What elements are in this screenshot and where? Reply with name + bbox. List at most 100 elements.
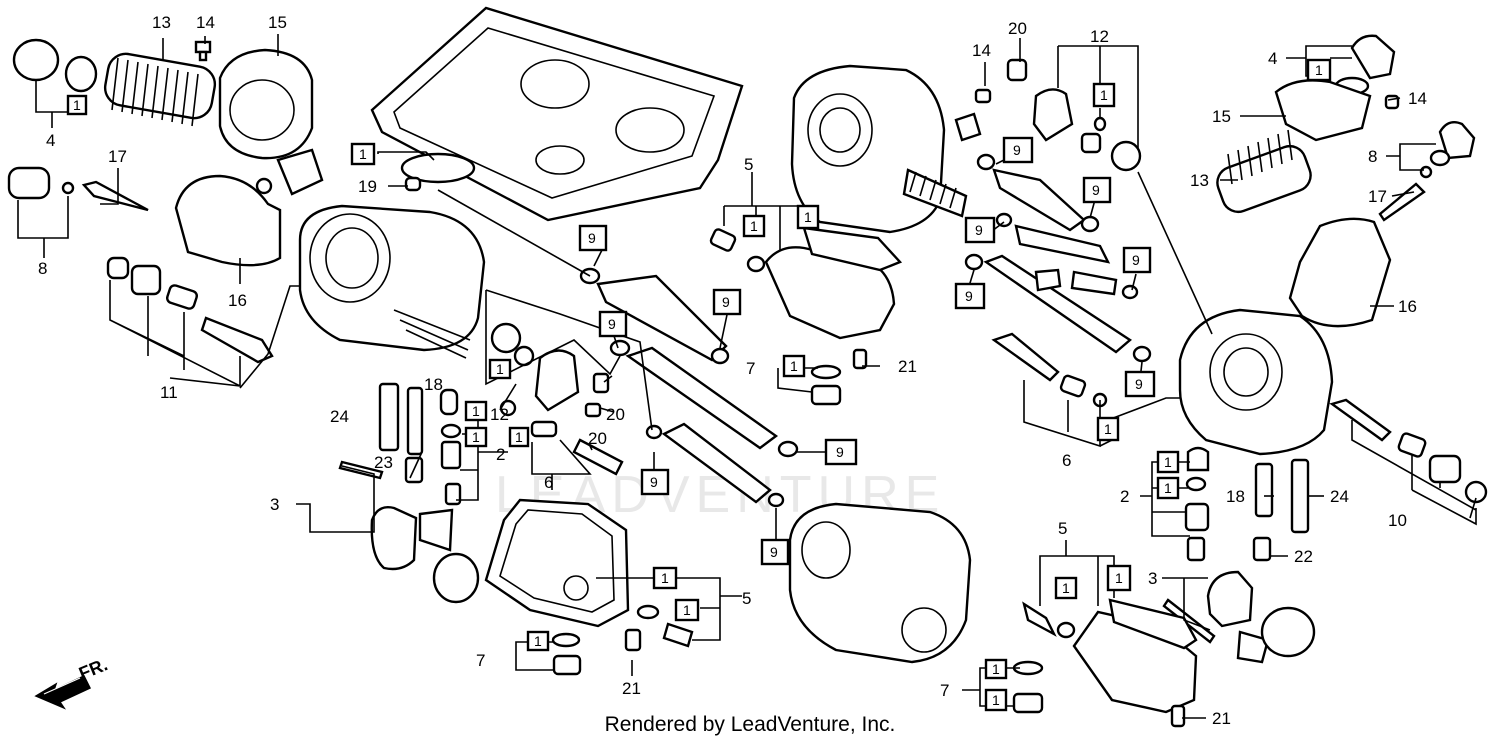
svg-text:9: 9 [1132, 252, 1140, 268]
boxed-label: 1 [782, 354, 806, 378]
svg-text:1: 1 [496, 361, 504, 377]
part-label: 17 [108, 147, 127, 166]
svg-text:1: 1 [790, 358, 798, 374]
part-label: 21 [1212, 709, 1231, 728]
part-label: 8 [38, 259, 47, 278]
part-label: 16 [228, 291, 247, 310]
boxed-label: 9 [578, 224, 608, 252]
svg-text:1: 1 [1164, 454, 1172, 470]
part-label: 3 [1148, 569, 1157, 588]
part-label: 18 [424, 375, 443, 394]
svg-text:1: 1 [992, 661, 1000, 677]
part-label: 14 [196, 13, 215, 32]
carburetor-body-center [788, 502, 972, 664]
svg-text:1: 1 [1100, 87, 1108, 103]
choke-cap-part-right [1260, 606, 1316, 658]
boxed-label: 1 [1156, 476, 1180, 500]
screw-part-left [194, 40, 212, 62]
boxed-label: 1 [66, 94, 88, 116]
svg-text:9: 9 [836, 444, 844, 460]
part-label: 24 [1330, 487, 1349, 506]
jet-part-24 [378, 382, 400, 452]
o-ring-part [64, 55, 98, 93]
boxed-label: 9 [712, 288, 742, 316]
part-label: 7 [940, 681, 949, 700]
part-label: 5 [742, 589, 751, 608]
boxed-label: 1 [1096, 416, 1120, 442]
part-label: 24 [330, 407, 349, 426]
part-label: 13 [152, 13, 171, 32]
svg-text:1: 1 [804, 209, 812, 225]
front-arrow-icon: FR. [34, 654, 110, 710]
boxed-quantity-labels: 1 1 9 9 9 9 9 9 1 1 1 1 1 1 1 1 1 1 1 1 … [0, 0, 1332, 712]
choke-diaphragm-part [370, 506, 418, 571]
part-label: 17 [1368, 187, 1387, 206]
svg-text:1: 1 [472, 429, 480, 445]
part-label: 21 [622, 679, 641, 698]
part-label: 8 [1368, 147, 1377, 166]
needle-part-left [81, 180, 149, 212]
svg-text:1: 1 [515, 429, 523, 445]
part-label: 18 [1226, 487, 1245, 506]
boxed-label: 1 [0, 0, 8, 3]
svg-text:1: 1 [359, 146, 367, 162]
boxed-label: 9 [640, 468, 670, 496]
svg-text:1: 1 [750, 218, 758, 234]
boxed-label: 1 [652, 566, 678, 590]
part-label: 14 [1408, 89, 1427, 108]
svg-text:1: 1 [534, 633, 542, 649]
boxed-label: 9 [964, 216, 996, 244]
svg-text:1: 1 [1315, 62, 1323, 78]
fuel-tube-part-5 [983, 254, 1132, 354]
boxed-label: 1 [1156, 450, 1180, 474]
svg-text:1: 1 [992, 692, 1000, 708]
svg-text:1: 1 [472, 403, 480, 419]
boxed-label: 1 [1092, 82, 1116, 108]
seal-ring-part [400, 152, 476, 184]
boxed-label: 1 [796, 204, 820, 230]
part-label: 4 [46, 131, 55, 150]
svg-text:9: 9 [770, 544, 778, 560]
fuel-tube-part-2 [625, 346, 779, 450]
part-label: 15 [1212, 107, 1231, 126]
part-label: 5 [744, 155, 753, 174]
part-label: 3 [270, 495, 279, 514]
bracket-part [276, 148, 324, 196]
part-label: 11 [160, 383, 178, 402]
boxed-label: 9 [1122, 246, 1152, 274]
credit-text: Rendered by LeadVenture, Inc. [604, 713, 896, 736]
boxed-label: 9 [1082, 176, 1112, 204]
boxed-label: 9 [0, 0, 8, 3]
boxed-label: 1 [0, 0, 8, 3]
pump-gear-part [490, 322, 522, 354]
part-label: 2 [1120, 487, 1129, 506]
boxed-label: 9 [954, 282, 986, 310]
drain-plug-part-left [552, 654, 582, 676]
svg-text:9: 9 [608, 316, 616, 332]
boxed-label: 1 [464, 426, 488, 448]
diaphragm-part-right [1288, 217, 1392, 328]
boxed-label: 9 [1124, 370, 1156, 398]
part-label: 7 [746, 359, 755, 378]
part-label: 21 [898, 357, 917, 376]
part-label: 22 [1294, 547, 1313, 566]
boxed-label: 9 [824, 438, 858, 466]
boxed-label: 1 [350, 142, 376, 166]
drain-plug-part-upper [810, 384, 842, 406]
svg-text:9: 9 [1135, 376, 1143, 392]
part-label: 10 [1388, 511, 1407, 530]
choke-diaphragm-part-right [1206, 570, 1254, 628]
adjuster-screw-part [7, 166, 51, 200]
boxed-label: 1 [526, 630, 550, 652]
part-label: 15 [268, 13, 287, 32]
pump-screw-part-right [1006, 58, 1028, 82]
part-label: 12 [1090, 27, 1109, 46]
diaphragm-cover-left [218, 48, 314, 160]
boxed-label: 1 [1306, 58, 1332, 82]
carburetor-body-left [298, 204, 486, 352]
svg-text:9: 9 [722, 294, 730, 310]
boxed-label: 1 [984, 688, 1008, 712]
fuel-tube-part-4 [992, 168, 1086, 232]
svg-text:9: 9 [965, 288, 973, 304]
